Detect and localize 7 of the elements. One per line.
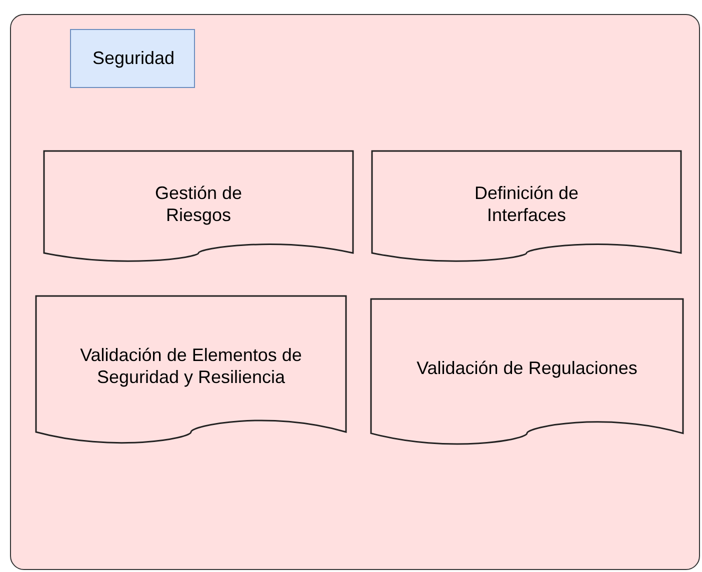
title-box (70, 29, 195, 88)
node-label: Gestión de Riesgos (154, 182, 244, 226)
container-box (10, 14, 700, 570)
heading: Seguridad (91, 46, 176, 68)
node-label: Definición de Interfaces (473, 182, 580, 226)
node-label: Validación de Regulaciones (416, 357, 638, 380)
node-label: Validación de Elementos de Seguridad y Resiliencia (79, 344, 303, 388)
